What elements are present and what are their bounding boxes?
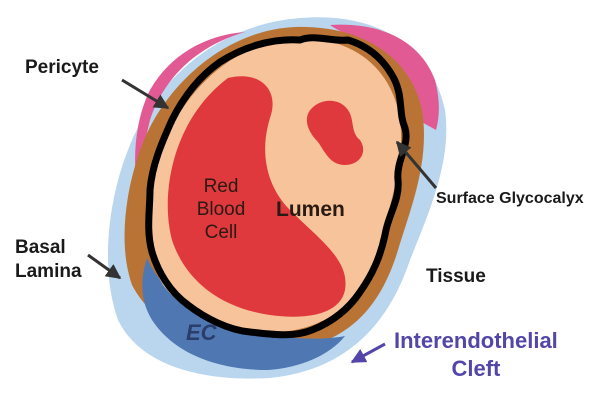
cleft-label-line2: Cleft bbox=[394, 355, 558, 383]
basal-lamina-label: Basal Lamina bbox=[15, 236, 82, 284]
ec-label: EC bbox=[186, 320, 217, 346]
tissue-label: Tissue bbox=[426, 266, 486, 288]
interendothelial-cleft-label: Interendothelial Cleft bbox=[394, 327, 558, 383]
rbc-label-line2: Blood bbox=[196, 198, 246, 221]
rbc-label-line1: Red bbox=[196, 175, 246, 198]
interendothelial-cleft-arrow bbox=[352, 344, 385, 362]
red-blood-cell-label: Red Blood Cell bbox=[196, 175, 246, 244]
cleft-label-line1: Interendothelial bbox=[394, 327, 558, 355]
lumen-label: Lumen bbox=[276, 198, 345, 221]
surface-glycocalyx-label: Surface Glycocalyx bbox=[436, 190, 584, 208]
basal-lamina-label-line1: Basal bbox=[15, 236, 82, 260]
pericyte-label: Pericyte bbox=[25, 57, 99, 79]
basal-lamina-label-line2: Lamina bbox=[15, 260, 82, 284]
rbc-label-line3: Cell bbox=[196, 221, 246, 244]
